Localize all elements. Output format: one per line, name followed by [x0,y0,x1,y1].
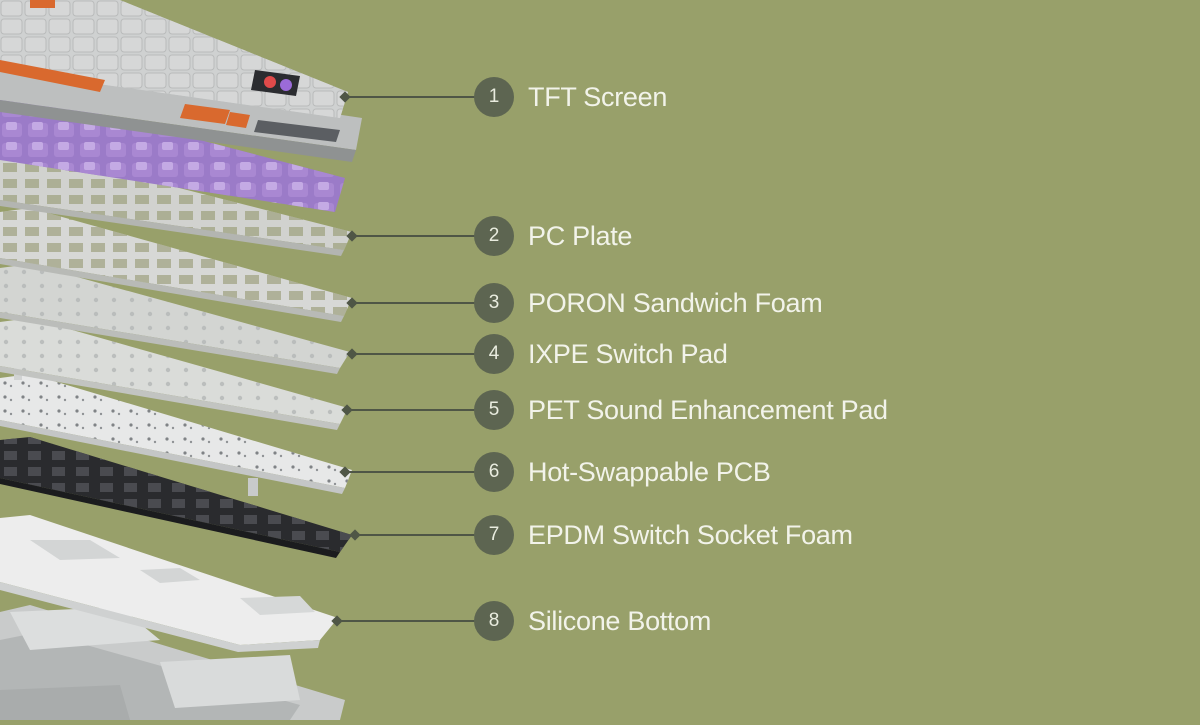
layer-number-badge: 5 [474,390,514,430]
layer-name: TFT Screen [528,81,668,112]
layer-ixpe-pad-shape [0,264,350,374]
layer-silicone-bottom-shape [0,515,338,652]
layer-name: EPDM Switch Socket Foam [528,519,853,550]
leader-marker-4 [346,348,358,360]
layer-label-6: 6 Hot-Swappable PCB [474,450,771,494]
layer-label-2: 2 PC Plate [474,214,632,258]
layer-number-badge: 3 [474,283,514,323]
layer-switches-shape [0,98,345,212]
layer-label-3: 3 PORON Sandwich Foam [474,281,823,325]
leader-marker-3 [346,297,358,309]
layer-label-4: 4 IXPE Switch Pad [474,332,728,376]
layer-case-bottom-shape [0,605,345,720]
layer-pcb-shape [0,346,352,496]
leader-marker-2 [346,230,358,242]
layer-top-case-shape [0,0,362,162]
layer-label-8: 8 Silicone Bottom [474,599,711,643]
layer-number-badge: 2 [474,216,514,256]
layer-number-badge: 4 [474,334,514,374]
layer-name: PC Plate [528,220,633,251]
layer-label-1: 1 TFT Screen [474,75,667,119]
leader-marker-8 [331,615,343,627]
layer-pet-pad-shape [0,318,348,430]
layer-name: Silicone Bottom [528,605,712,636]
layer-epdm-foam-shape [0,437,352,558]
layer-number-badge: 6 [474,452,514,492]
layer-number-badge: 1 [474,77,514,117]
leader-marker-7 [349,529,361,541]
layer-name: IXPE Switch Pad [528,338,728,369]
leader-marker-5 [341,404,353,416]
leader-marker-6 [339,466,351,478]
layer-label-7: 7 EPDM Switch Socket Foam [474,513,853,557]
layer-number-badge: 8 [474,601,514,641]
layer-name: PORON Sandwich Foam [528,287,823,318]
layer-name: Hot-Swappable PCB [528,456,771,487]
layer-name: PET Sound Enhancement Pad [528,394,888,425]
leader-lines [331,91,478,627]
layer-number-badge: 7 [474,515,514,555]
layer-label-5: 5 PET Sound Enhancement Pad [474,388,888,432]
layer-pc-plate-shape [0,150,352,256]
layer-poron-foam-shape [0,208,352,322]
